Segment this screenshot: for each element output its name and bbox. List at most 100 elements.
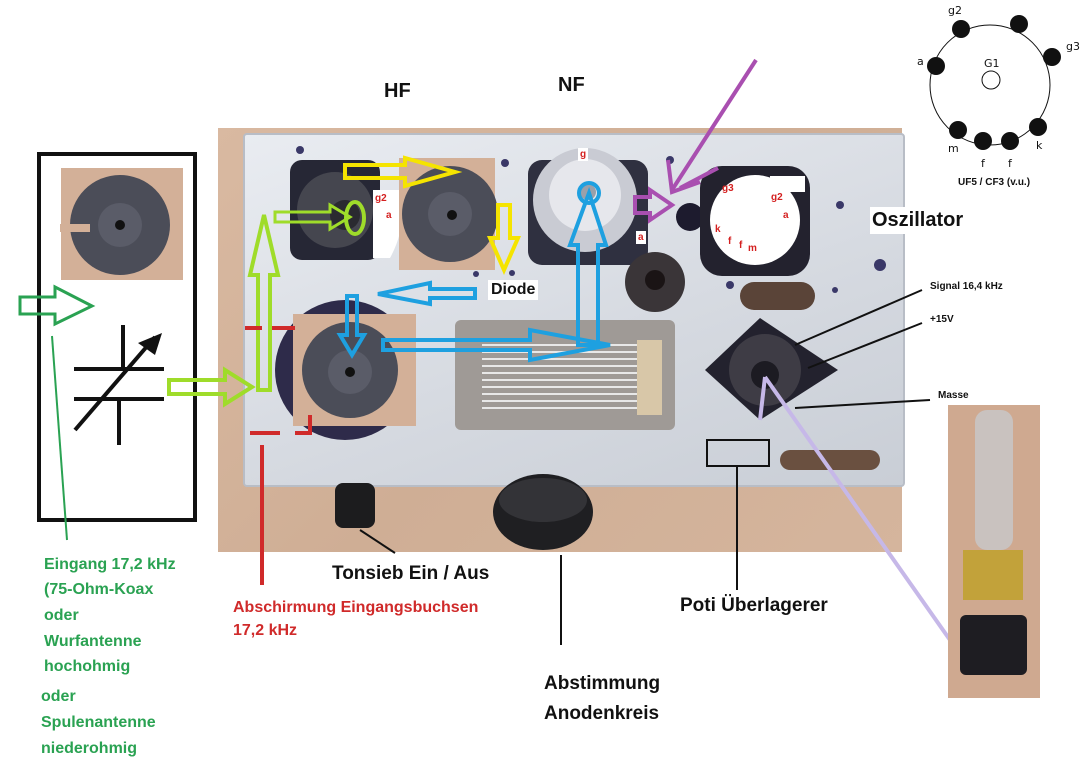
osc-pin-m: m	[748, 243, 757, 254]
pin-k	[1029, 118, 1047, 136]
pinout-g1	[981, 70, 1001, 90]
osc-pin-f2: f	[739, 240, 743, 251]
pinout-label-g1: G1	[984, 57, 1000, 70]
pinout-label-k: k	[1036, 139, 1043, 152]
hole	[726, 281, 734, 289]
input-label-line1: Eingang 17,2 kHz	[44, 556, 176, 573]
hole	[509, 270, 515, 276]
chassis-holes	[296, 146, 886, 293]
variable-capacitor-frame	[455, 320, 675, 430]
capacitor-end-block	[637, 340, 662, 415]
hole	[836, 201, 844, 209]
pin-g2	[952, 20, 970, 38]
tuning-label-line2: Anodenkreis	[544, 703, 660, 724]
yellow-arrow-right	[343, 155, 463, 189]
input-label-line4: Wurfantenne	[44, 633, 142, 650]
variable-capacitor-symbol	[73, 325, 164, 445]
osc-lower-center	[751, 361, 779, 389]
ferrite-core-hole-2	[345, 367, 355, 377]
chassis-slot	[740, 282, 815, 310]
nf-pin-g: g	[578, 148, 589, 161]
pin-f1	[974, 132, 992, 150]
shield-label-line2: 17,2 kHz	[233, 622, 298, 639]
arrow-head-icon	[138, 333, 162, 355]
pinout-label-f1: f	[981, 157, 985, 170]
shield-markings	[245, 326, 312, 585]
blue-arrow-up	[567, 186, 609, 347]
pin-top	[1010, 15, 1028, 33]
pinout-pins	[927, 15, 1061, 150]
tuning-label-line1: Abstimmung	[544, 673, 661, 694]
hole	[501, 159, 509, 167]
hole	[473, 271, 479, 277]
pin-g3	[1043, 48, 1061, 66]
blue-arrow-right	[381, 327, 611, 363]
hole	[296, 146, 304, 154]
ground-label: Masse	[938, 390, 969, 401]
oscillator-label: Oszillator	[870, 207, 966, 234]
input-leader-line	[51, 335, 68, 541]
purple-line-core	[670, 58, 758, 192]
blue-arrow-down	[336, 294, 368, 359]
hf-socket-label-patch	[373, 190, 403, 258]
yellow-arrow-down	[486, 203, 522, 275]
osc-socket-patch-ext	[770, 176, 805, 192]
pinout-label-f2: f	[1008, 157, 1012, 170]
shield-label-line1: Abschirmung Eingangsbuchsen	[233, 599, 479, 616]
pin-a	[927, 57, 945, 75]
input-label-line3: oder	[44, 607, 79, 624]
ferrite-core-hole	[447, 210, 457, 220]
input-label-line5: hochohmig	[44, 658, 131, 675]
diode-label: Diode	[488, 280, 539, 300]
nf-label: NF	[558, 74, 585, 96]
pinout-label-g2: g2	[948, 4, 962, 17]
osc-pin-a: a	[783, 210, 789, 221]
tube-pcb	[963, 550, 1023, 600]
pinout-label-a: a	[917, 55, 924, 68]
leader-lines	[359, 289, 931, 645]
nf-grid-marker	[577, 181, 601, 205]
tonsieb-knob	[335, 483, 375, 528]
pinout-label-g3: g3	[1066, 40, 1080, 53]
input-label-line2: (75-Ohm-Koax	[44, 581, 154, 598]
lime-arrow-right	[167, 366, 256, 408]
input-label-line6: oder	[41, 688, 76, 705]
osc-pin-g2: g2	[771, 192, 783, 203]
poti-marker-box	[706, 439, 770, 467]
hf-pin-a: a	[386, 210, 392, 221]
purple-arrow-head	[666, 159, 701, 195]
poti-label: Poti Überlagerer	[680, 595, 828, 616]
lime-arrow-up	[247, 214, 281, 392]
hf-label: HF	[384, 80, 411, 102]
osc-pin-f1: f	[728, 236, 732, 247]
signal-label: Signal 16,4 kHz	[930, 281, 1003, 292]
tonsieb-label: Tonsieb Ein / Aus	[332, 563, 490, 584]
tuning-knob-top	[499, 478, 587, 522]
lavender-line-2	[758, 376, 767, 421]
purple-line-socket	[679, 166, 719, 190]
chassis-slot-bottom	[780, 450, 880, 470]
white-patch	[140, 68, 218, 108]
lime-arrow-to-grid	[273, 202, 353, 232]
lavender-line-1	[763, 375, 952, 642]
hole	[676, 203, 704, 231]
osc-pin-g3: g3	[722, 183, 734, 194]
grid-marker-ellipse	[344, 200, 366, 236]
input-arrow-icon	[18, 284, 96, 327]
pinout-label-m: m	[948, 142, 959, 155]
pin-m	[949, 121, 967, 139]
input-label-line8: niederohmig	[41, 740, 138, 757]
input-core-gap	[60, 224, 90, 232]
tube-base	[960, 615, 1027, 675]
tube-glass	[975, 410, 1013, 550]
hole	[874, 259, 886, 271]
hole	[832, 287, 838, 293]
supply-label: +15V	[930, 314, 954, 325]
input-core-hole	[115, 220, 125, 230]
blue-arrow-left	[377, 280, 477, 307]
osc-socket-patch	[710, 175, 800, 265]
purple-arrow-right	[633, 186, 676, 224]
nf-pin-a: a	[636, 231, 646, 244]
pin-f2	[1001, 132, 1019, 150]
